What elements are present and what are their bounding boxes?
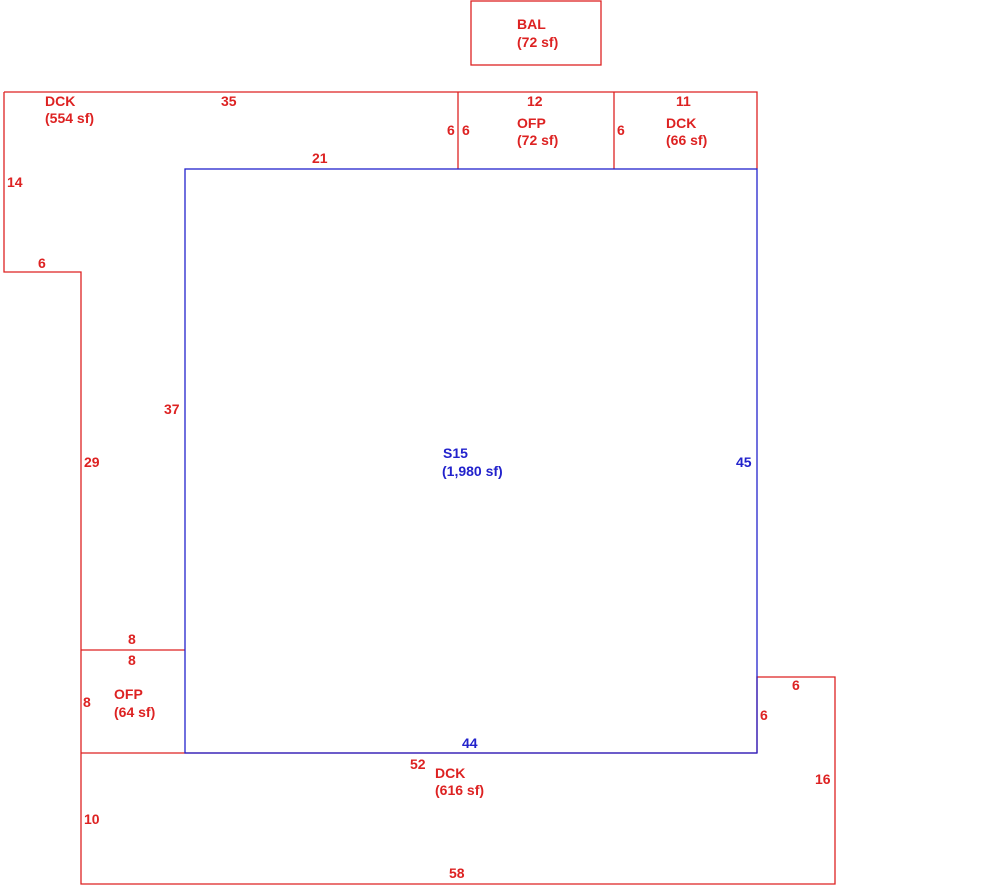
dim-12: 12 (527, 93, 543, 109)
main-name: S15 (443, 445, 468, 461)
bal-size: (72 sf) (517, 34, 558, 50)
red-outlines (3, 0, 836, 885)
dck-right-size: (66 sf) (666, 132, 707, 148)
dim-16: 16 (815, 771, 831, 787)
dck-left-size: (554 sf) (45, 110, 94, 126)
dck-bottom-size: (616 sf) (435, 782, 484, 798)
main-size: (1,980 sf) (442, 463, 503, 479)
dim-11: 11 (676, 93, 691, 109)
dim-44: 44 (462, 735, 478, 751)
bal-outline (470, 0, 602, 66)
ofp-top-size: (72 sf) (517, 132, 558, 148)
dim-8-a: 8 (128, 631, 136, 647)
main-structure-outline (184, 168, 758, 754)
dim-6-top-b: 6 (462, 122, 470, 138)
top-deck-top-edge (4, 91, 758, 169)
dck-right-name: DCK (666, 115, 696, 131)
dim-58: 58 (449, 865, 465, 881)
dck-left-name: DCK (45, 93, 75, 109)
dim-6-right-b: 6 (760, 707, 768, 723)
dim-6-top-c: 6 (617, 122, 625, 138)
ofp-bottom-size: (64 sf) (114, 704, 155, 720)
dim-8-c: 8 (83, 694, 91, 710)
dim-14: 14 (7, 174, 23, 190)
dim-37: 37 (164, 401, 180, 417)
dim-6-top-a: 6 (447, 122, 455, 138)
dck-bottom-name: DCK (435, 765, 465, 781)
dim-35: 35 (221, 93, 237, 109)
bal-name: BAL (517, 16, 546, 32)
dim-52: 52 (410, 756, 426, 772)
dim-21: 21 (312, 150, 328, 166)
dim-29: 29 (84, 454, 100, 470)
dim-10: 10 (84, 811, 100, 827)
dim-45: 45 (736, 454, 752, 470)
ofp-bottom-name: OFP (114, 686, 143, 702)
dim-8-b: 8 (128, 652, 136, 668)
dim-6-right-a: 6 (792, 677, 800, 693)
dim-6-left: 6 (38, 255, 46, 271)
outer-deck-outline (3, 92, 836, 885)
ofp-top-name: OFP (517, 115, 546, 131)
